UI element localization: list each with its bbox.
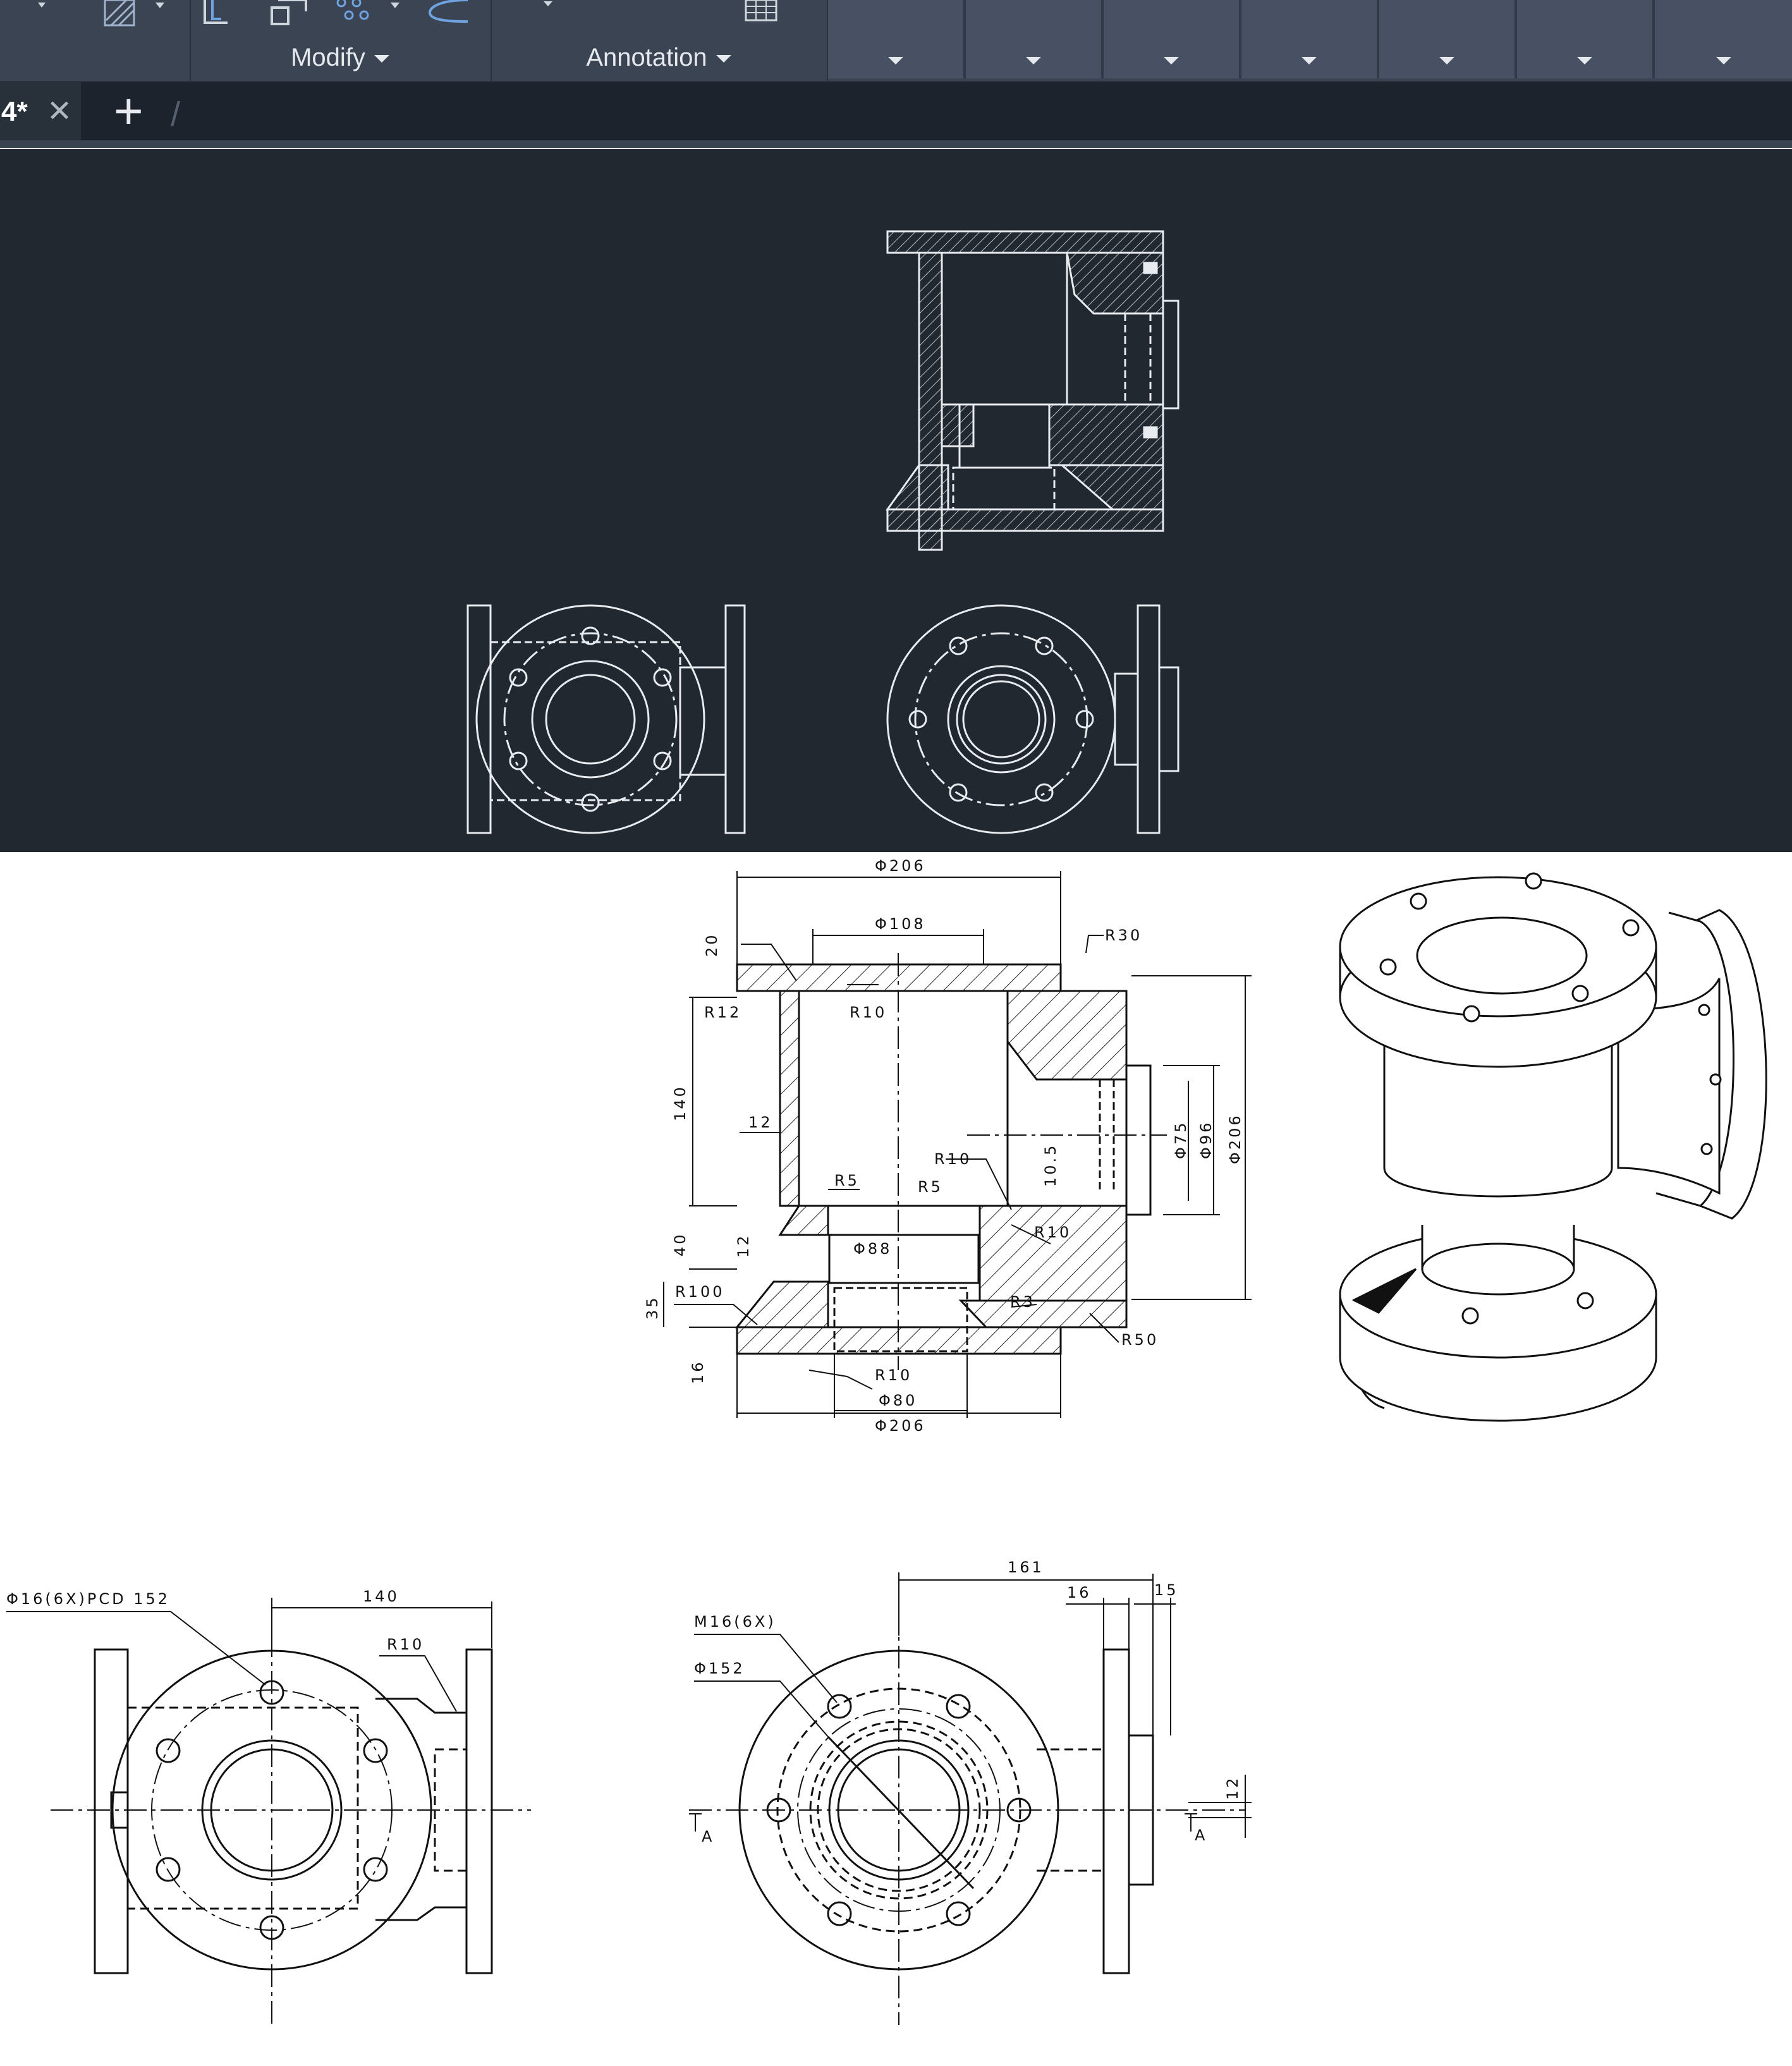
layer-gallery-item-3[interactable] — [1104, 0, 1241, 78]
dim-h40: 40 — [671, 1232, 689, 1256]
close-icon[interactable]: ✕ — [47, 95, 73, 128]
dim-r10-c: R10 — [1034, 1224, 1071, 1241]
draw-tools-icons — [38, 0, 164, 27]
dim-h12-side: 12 — [1224, 1775, 1241, 1800]
side-view-dark[interactable] — [886, 604, 1179, 834]
hatch-dropdown-icon[interactable] — [155, 3, 164, 8]
dim-holes-pcd: Φ16(6X)PCD 152 — [6, 1590, 170, 1608]
table-icon[interactable] — [745, 0, 777, 21]
mirror-icon[interactable] — [204, 0, 228, 24]
file-tab-active[interactable]: 4* ✕ — [0, 82, 81, 140]
dim-thread-m16: M16(6X) — [694, 1613, 776, 1631]
dim-w161: 161 — [1008, 1559, 1044, 1576]
dim-d80: Φ80 — [879, 1392, 917, 1409]
top-view-labels: Φ16(6X)PCD 152 140 R10 — [6, 1588, 424, 1653]
front-dimension-labels: Φ206 Φ108 R30 20 R12 R10 140 12 R5 R10 R… — [643, 857, 1244, 1435]
ribbon: Modify Annotation — [0, 0, 1792, 82]
front-section-view[interactable] — [734, 953, 1167, 1370]
dim-r10-a: R10 — [850, 1004, 887, 1021]
dim-r10-b: R10 — [934, 1150, 972, 1168]
cad-drawing-dark — [466, 230, 1179, 834]
modify-panel-label: Modify — [291, 44, 365, 71]
gallery-dropdown-icon — [1439, 57, 1454, 64]
modify-tools-icons — [204, 0, 468, 25]
ribbon-panel-annotation: Annotation — [491, 0, 828, 81]
dim-d108: Φ108 — [875, 915, 926, 933]
tab-bar-strip — [0, 140, 1792, 148]
modify-panel-title[interactable]: Modify — [190, 44, 491, 72]
gallery-dropdown-icon — [1164, 57, 1179, 64]
dim-h10-5: 10.5 — [1042, 1143, 1059, 1187]
file-tab-label: 4* — [1, 96, 28, 127]
hatch-icon[interactable] — [104, 0, 135, 27]
dim-h12: 12 — [734, 1233, 752, 1258]
gallery-dropdown-icon — [1026, 57, 1041, 64]
ribbon-panel-draw — [0, 0, 191, 81]
dim-d206-side: Φ206 — [1226, 1113, 1244, 1164]
gallery-dropdown-icon — [888, 57, 903, 64]
dim-h16: 16 — [689, 1359, 707, 1384]
section-view-dark[interactable] — [886, 230, 1179, 551]
dim-r10-d: R10 — [875, 1366, 912, 1384]
gallery-dropdown-icon — [1577, 57, 1592, 64]
top-view-dark[interactable] — [466, 604, 746, 834]
file-tab-bar: 4* ✕ + / — [0, 82, 1792, 148]
array-icon[interactable] — [336, 0, 369, 20]
top-view-dimensions — [6, 1601, 492, 1712]
model-space-canvas[interactable] — [0, 149, 1792, 852]
dim-w12: 12 — [748, 1114, 773, 1131]
dim-d152: Φ152 — [694, 1660, 745, 1677]
dim-r12: R12 — [704, 1004, 741, 1021]
dim-d88: Φ88 — [853, 1240, 892, 1258]
gallery-dropdown-icon — [1301, 57, 1317, 64]
layer-gallery-item-7[interactable] — [1655, 0, 1792, 78]
layer-gallery-item-5[interactable] — [1379, 0, 1517, 78]
section-marker-a-right: A — [1195, 1826, 1207, 1844]
dim-r3: R3 — [1010, 1293, 1035, 1311]
drawing-sheet: Φ206 Φ108 R30 20 R12 R10 140 12 R5 R10 R… — [0, 852, 1792, 2063]
dim-h35: 35 — [643, 1295, 661, 1320]
dim-r50: R50 — [1121, 1331, 1159, 1349]
scale-icon[interactable] — [271, 0, 307, 25]
top-view[interactable] — [51, 1598, 531, 2025]
dim-d206-top: Φ206 — [875, 857, 926, 875]
ribbon-panel-modify: Modify — [190, 0, 492, 81]
layer-gallery-item-6[interactable] — [1517, 0, 1655, 78]
dim-d206-bottom: Φ206 — [875, 1417, 926, 1435]
side-view[interactable] — [689, 1572, 1245, 2025]
new-tab-plus-icon[interactable]: + — [114, 83, 143, 139]
dim-h140: 140 — [671, 1085, 689, 1121]
layer-gallery-item-4[interactable] — [1241, 0, 1379, 78]
dim-r10-top: R10 — [387, 1636, 424, 1653]
dim-r30: R30 — [1105, 927, 1142, 944]
polyline-dropdown-icon[interactable] — [38, 3, 46, 8]
offset-icon[interactable] — [428, 0, 468, 23]
cad-drawing-sheet: Φ206 Φ108 R30 20 R12 R10 140 12 R5 R10 R… — [6, 857, 1767, 2025]
dim-h20: 20 — [703, 932, 721, 957]
dim-r100: R100 — [675, 1283, 724, 1301]
side-view-dimensions — [689, 1574, 1252, 1838]
dim-r5-b: R5 — [918, 1178, 943, 1196]
dim-r5-a: R5 — [834, 1172, 860, 1189]
annotation-panel-caret-icon — [716, 55, 731, 63]
front-dimensions — [663, 871, 1252, 1418]
gallery-dropdown-icon — [1716, 57, 1731, 64]
side-view-labels: 161 16 15 M16(6X) Φ152 12 A A — [694, 1559, 1241, 1845]
dim-w15: 15 — [1154, 1581, 1179, 1599]
annotation-panel-label: Annotation — [586, 44, 707, 71]
dim-w140: 140 — [363, 1588, 399, 1605]
dim-d75: Φ75 — [1172, 1121, 1190, 1159]
annotation-tools-icons — [544, 0, 777, 21]
layer-gallery-item-1[interactable] — [828, 0, 966, 78]
annotation-panel-title[interactable]: Annotation — [491, 44, 827, 72]
dim-w16: 16 — [1067, 1584, 1092, 1601]
array-dropdown-icon[interactable] — [391, 3, 399, 8]
text-dropdown-icon[interactable] — [544, 1, 552, 6]
modify-panel-caret-icon — [374, 55, 389, 63]
dim-d96: Φ96 — [1197, 1121, 1215, 1159]
isometric-view[interactable] — [1339, 872, 1767, 1422]
section-marker-a-left: A — [702, 1828, 714, 1845]
layer-gallery-item-2[interactable] — [966, 0, 1104, 78]
tab-separator: / — [171, 95, 181, 133]
